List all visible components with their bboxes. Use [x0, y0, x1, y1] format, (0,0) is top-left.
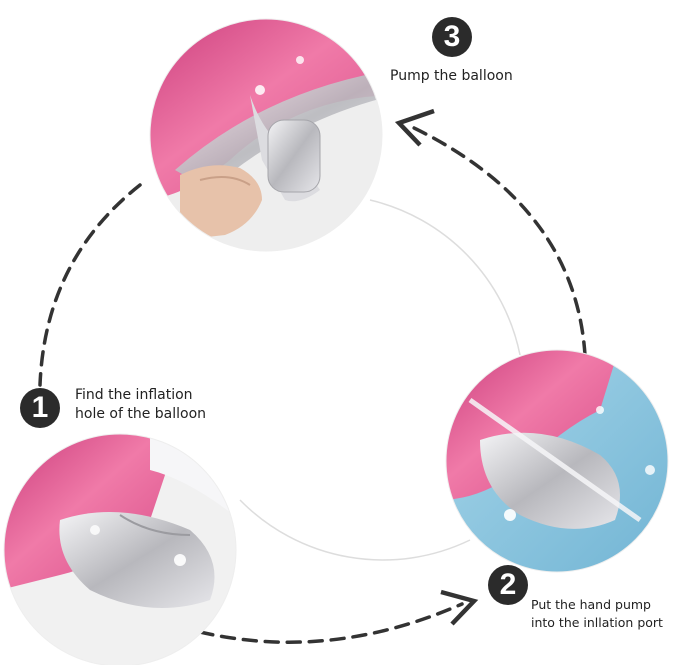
- step-2-caption-line-2: into the inllation port: [531, 615, 663, 630]
- faint-connector-ring: [369, 199, 521, 356]
- step-2-badge: 2: [488, 565, 528, 605]
- step-3-caption-line-1: Pump the balloon: [390, 68, 513, 84]
- balloon-photo-step-2: [446, 350, 668, 572]
- balloon-photo-step-1: [4, 434, 236, 665]
- dashed-arrow-bottom-head: [440, 589, 479, 626]
- step-1-caption: Find the inflation hole of the balloon: [75, 386, 206, 424]
- dashed-arrow-bottom: [198, 602, 464, 644]
- dashed-arrow-right-head: [394, 108, 435, 147]
- step-2-number: 2: [499, 568, 517, 601]
- step-1-number: 1: [31, 391, 49, 424]
- dashed-arrow-left: [38, 183, 142, 387]
- step-3-number: 3: [443, 20, 461, 53]
- step-1-caption-line-2: hole of the balloon: [75, 406, 207, 422]
- step-2-caption: Put the hand pump into the inllation por…: [531, 596, 663, 632]
- step-2-caption-line-1: Put the hand pump: [531, 597, 651, 612]
- step-1-caption-line-1: Find the inflation: [75, 387, 193, 403]
- step-3-badge: 3: [432, 17, 472, 57]
- balloon-photo-step-3: [150, 19, 382, 251]
- faint-connector-ring: [239, 499, 471, 561]
- step-1-badge: 1: [20, 388, 60, 428]
- step-3-caption: Pump the balloon: [390, 67, 513, 86]
- dashed-arrow-right: [408, 124, 587, 357]
